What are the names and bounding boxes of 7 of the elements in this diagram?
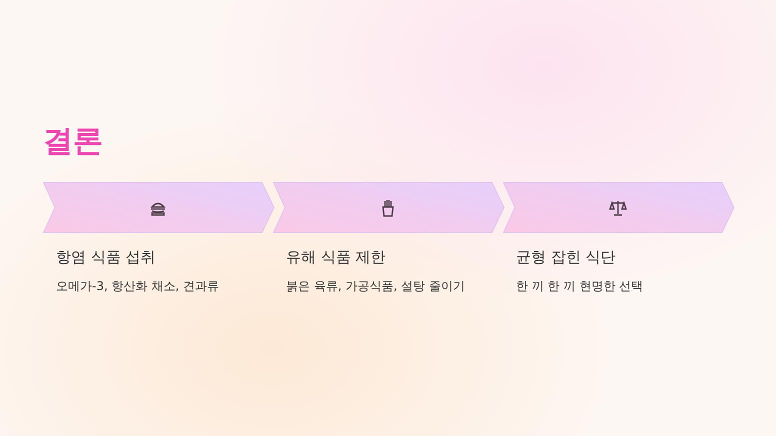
slide-title: 결론 [43,123,103,161]
step-heading: 항염 식품 섭취 [56,248,156,267]
step-description: 한 끼 한 끼 현명한 선택 [516,278,644,295]
step-heading: 균형 잡힌 식단 [516,248,616,267]
step-description: 오메가-3, 항산화 채소, 견과류 [56,278,220,295]
step-heading: 유해 식품 제한 [286,248,386,267]
step-description: 붉은 육류, 가공식품, 설탕 줄이기 [286,278,465,295]
